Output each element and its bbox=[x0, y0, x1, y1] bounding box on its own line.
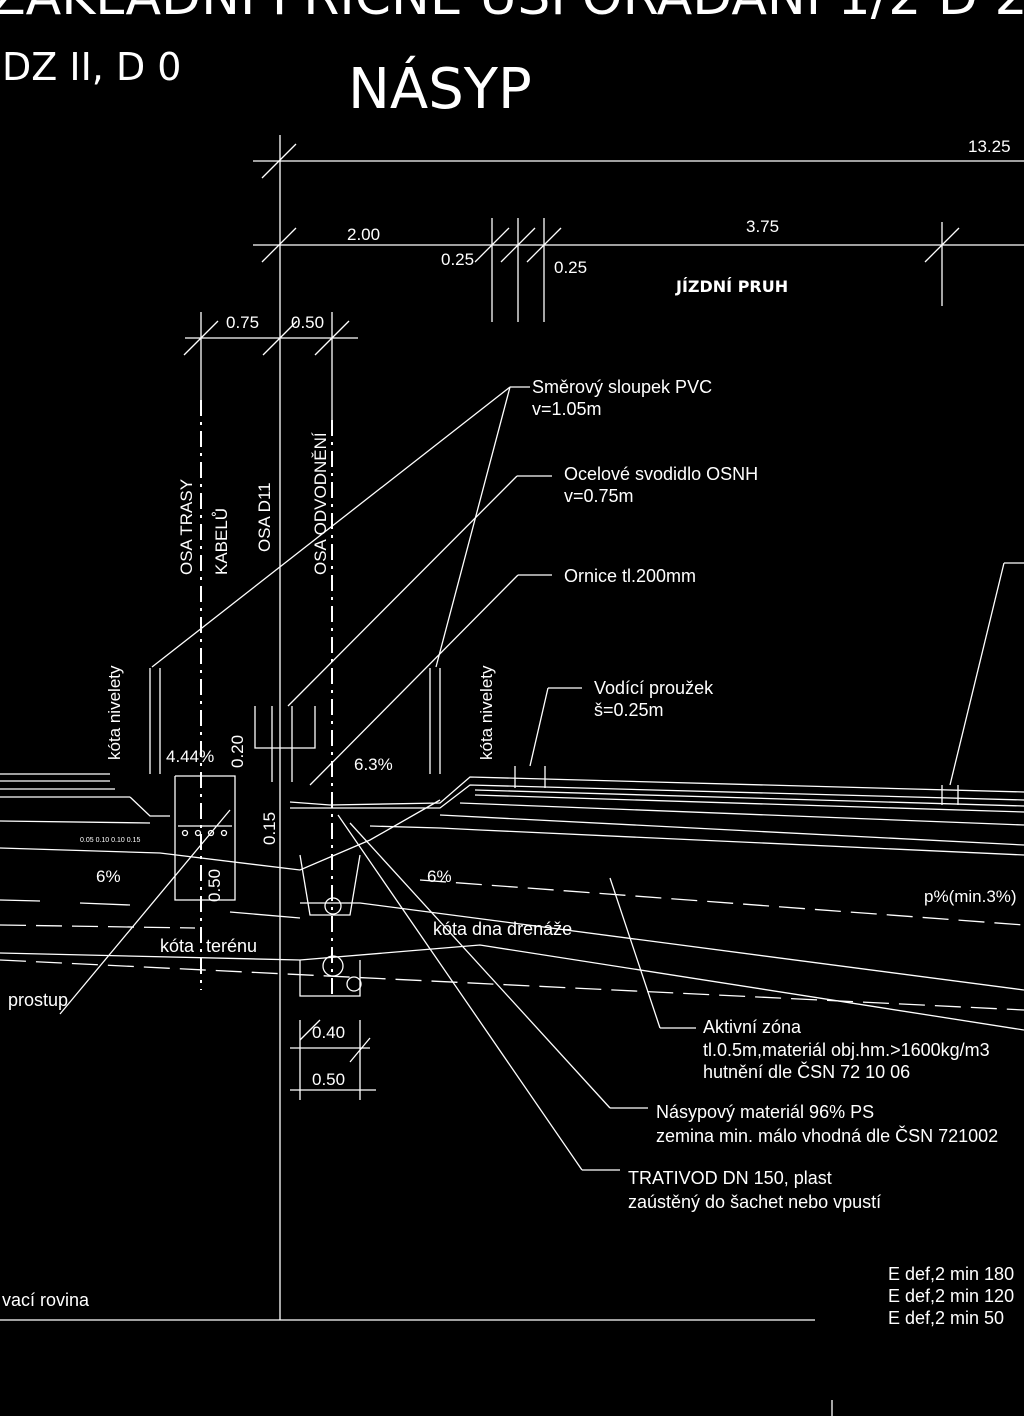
minor-dimension-lines bbox=[290, 1019, 376, 1100]
modulus-120: E def,2 min 120 bbox=[888, 1286, 1014, 1306]
section-title: NÁSYP bbox=[348, 57, 532, 122]
dim-0-50-vertical: 0.50 bbox=[205, 869, 224, 902]
callout-nasypovy-2: zemina min. málo vhodná dle ČSN 721002 bbox=[656, 1125, 998, 1146]
axis-label-kabelu: KABELŮ bbox=[212, 508, 231, 575]
callout-nasypovy: Násypový materiál 96% PS bbox=[656, 1102, 874, 1122]
slope-6-3: 6.3% bbox=[354, 755, 393, 774]
dim-0-40: 0.40 bbox=[312, 1023, 345, 1042]
slope-p: p%(min.3%) bbox=[924, 887, 1017, 906]
slope-6-right: 6% bbox=[427, 867, 452, 886]
callout-prostup: prostup bbox=[8, 990, 68, 1010]
dim-0-50-bottom: 0.50 bbox=[312, 1070, 345, 1089]
callout-kota-terenu-a: kóta bbox=[160, 936, 195, 956]
callout-svodidlo: Ocelové svodidlo OSNH bbox=[564, 464, 758, 484]
slope-6-left: 6% bbox=[96, 867, 121, 886]
drawing-title: ZÁKLADNÍ PŘÍČNÉ USPOŘÁDÁNÍ 1/2 D 26.5 bbox=[0, 0, 1024, 27]
modulus-180: E def,2 min 180 bbox=[888, 1264, 1014, 1284]
axis-label-osa-trasy: OSA TRASY bbox=[177, 479, 196, 575]
axis-lines bbox=[200, 400, 333, 1000]
axis-label-osa-d11: OSA D11 bbox=[255, 482, 274, 552]
dim-0-75: 0.75 bbox=[226, 313, 259, 332]
callout-aktivni-zona-3: hutnění dle ČSN 72 10 06 bbox=[703, 1061, 910, 1082]
callout-kota-terenu-b: terénu bbox=[206, 936, 257, 956]
leader-lines bbox=[59, 386, 1024, 1171]
callout-ornice: Ornice tl.200mm bbox=[564, 566, 696, 586]
dim-13-25: 13.25 bbox=[968, 137, 1011, 156]
pavement-layers bbox=[0, 668, 1024, 1416]
callout-trativod: TRATIVOD DN 150, plast bbox=[628, 1168, 832, 1188]
section-subtitle: DZ II, D 0 bbox=[2, 45, 181, 89]
dim-0-15: 0.15 bbox=[260, 812, 279, 845]
kota-nivelety-left: kóta nivelety bbox=[105, 665, 124, 760]
dim-0-25-left: 0.25 bbox=[441, 250, 474, 269]
callout-kota-dna: kóta dna drenáže bbox=[433, 919, 572, 939]
dim-2-00: 2.00 bbox=[347, 225, 380, 244]
small-dims: 0.05 0.10 0.10 0.15 bbox=[80, 837, 140, 844]
dim-0-25-right: 0.25 bbox=[554, 258, 587, 277]
callout-svodidlo-v: v=0.75m bbox=[564, 486, 634, 506]
dim-0-20: 0.20 bbox=[228, 735, 247, 768]
callout-smerovy-sloupek: Směrový sloupek PVC bbox=[532, 377, 712, 397]
lane-label: JÍZDNÍ PRUH bbox=[675, 277, 788, 296]
callout-aktivni-zona: Aktivní zóna bbox=[703, 1017, 802, 1037]
callout-smerovy-sloupek-v: v=1.05m bbox=[532, 399, 602, 419]
dim-3-75: 3.75 bbox=[746, 217, 779, 236]
callout-aktivni-zona-2: tl.0.5m,materiál obj.hm.>1600kg/m3 bbox=[703, 1040, 990, 1060]
modulus-50: E def,2 min 50 bbox=[888, 1308, 1004, 1328]
axis-label-osa-odvodneni: OSA ODVODNĚNÍ bbox=[311, 432, 330, 575]
kota-nivelety-right: kóta nivelety bbox=[477, 665, 496, 760]
slope-4-44: 4.44% bbox=[166, 747, 214, 766]
callout-vodici-prouzek: Vodící proužek bbox=[594, 678, 714, 698]
callout-vodici-prouzek-s: š=0.25m bbox=[594, 700, 664, 720]
callout-trativod-2: zaústěný do šachet nebo vpustí bbox=[628, 1192, 881, 1212]
callout-plan: vací rovina bbox=[2, 1290, 90, 1310]
dim-0-50-top: 0.50 bbox=[291, 313, 324, 332]
dimension-lines bbox=[183, 135, 1024, 1320]
